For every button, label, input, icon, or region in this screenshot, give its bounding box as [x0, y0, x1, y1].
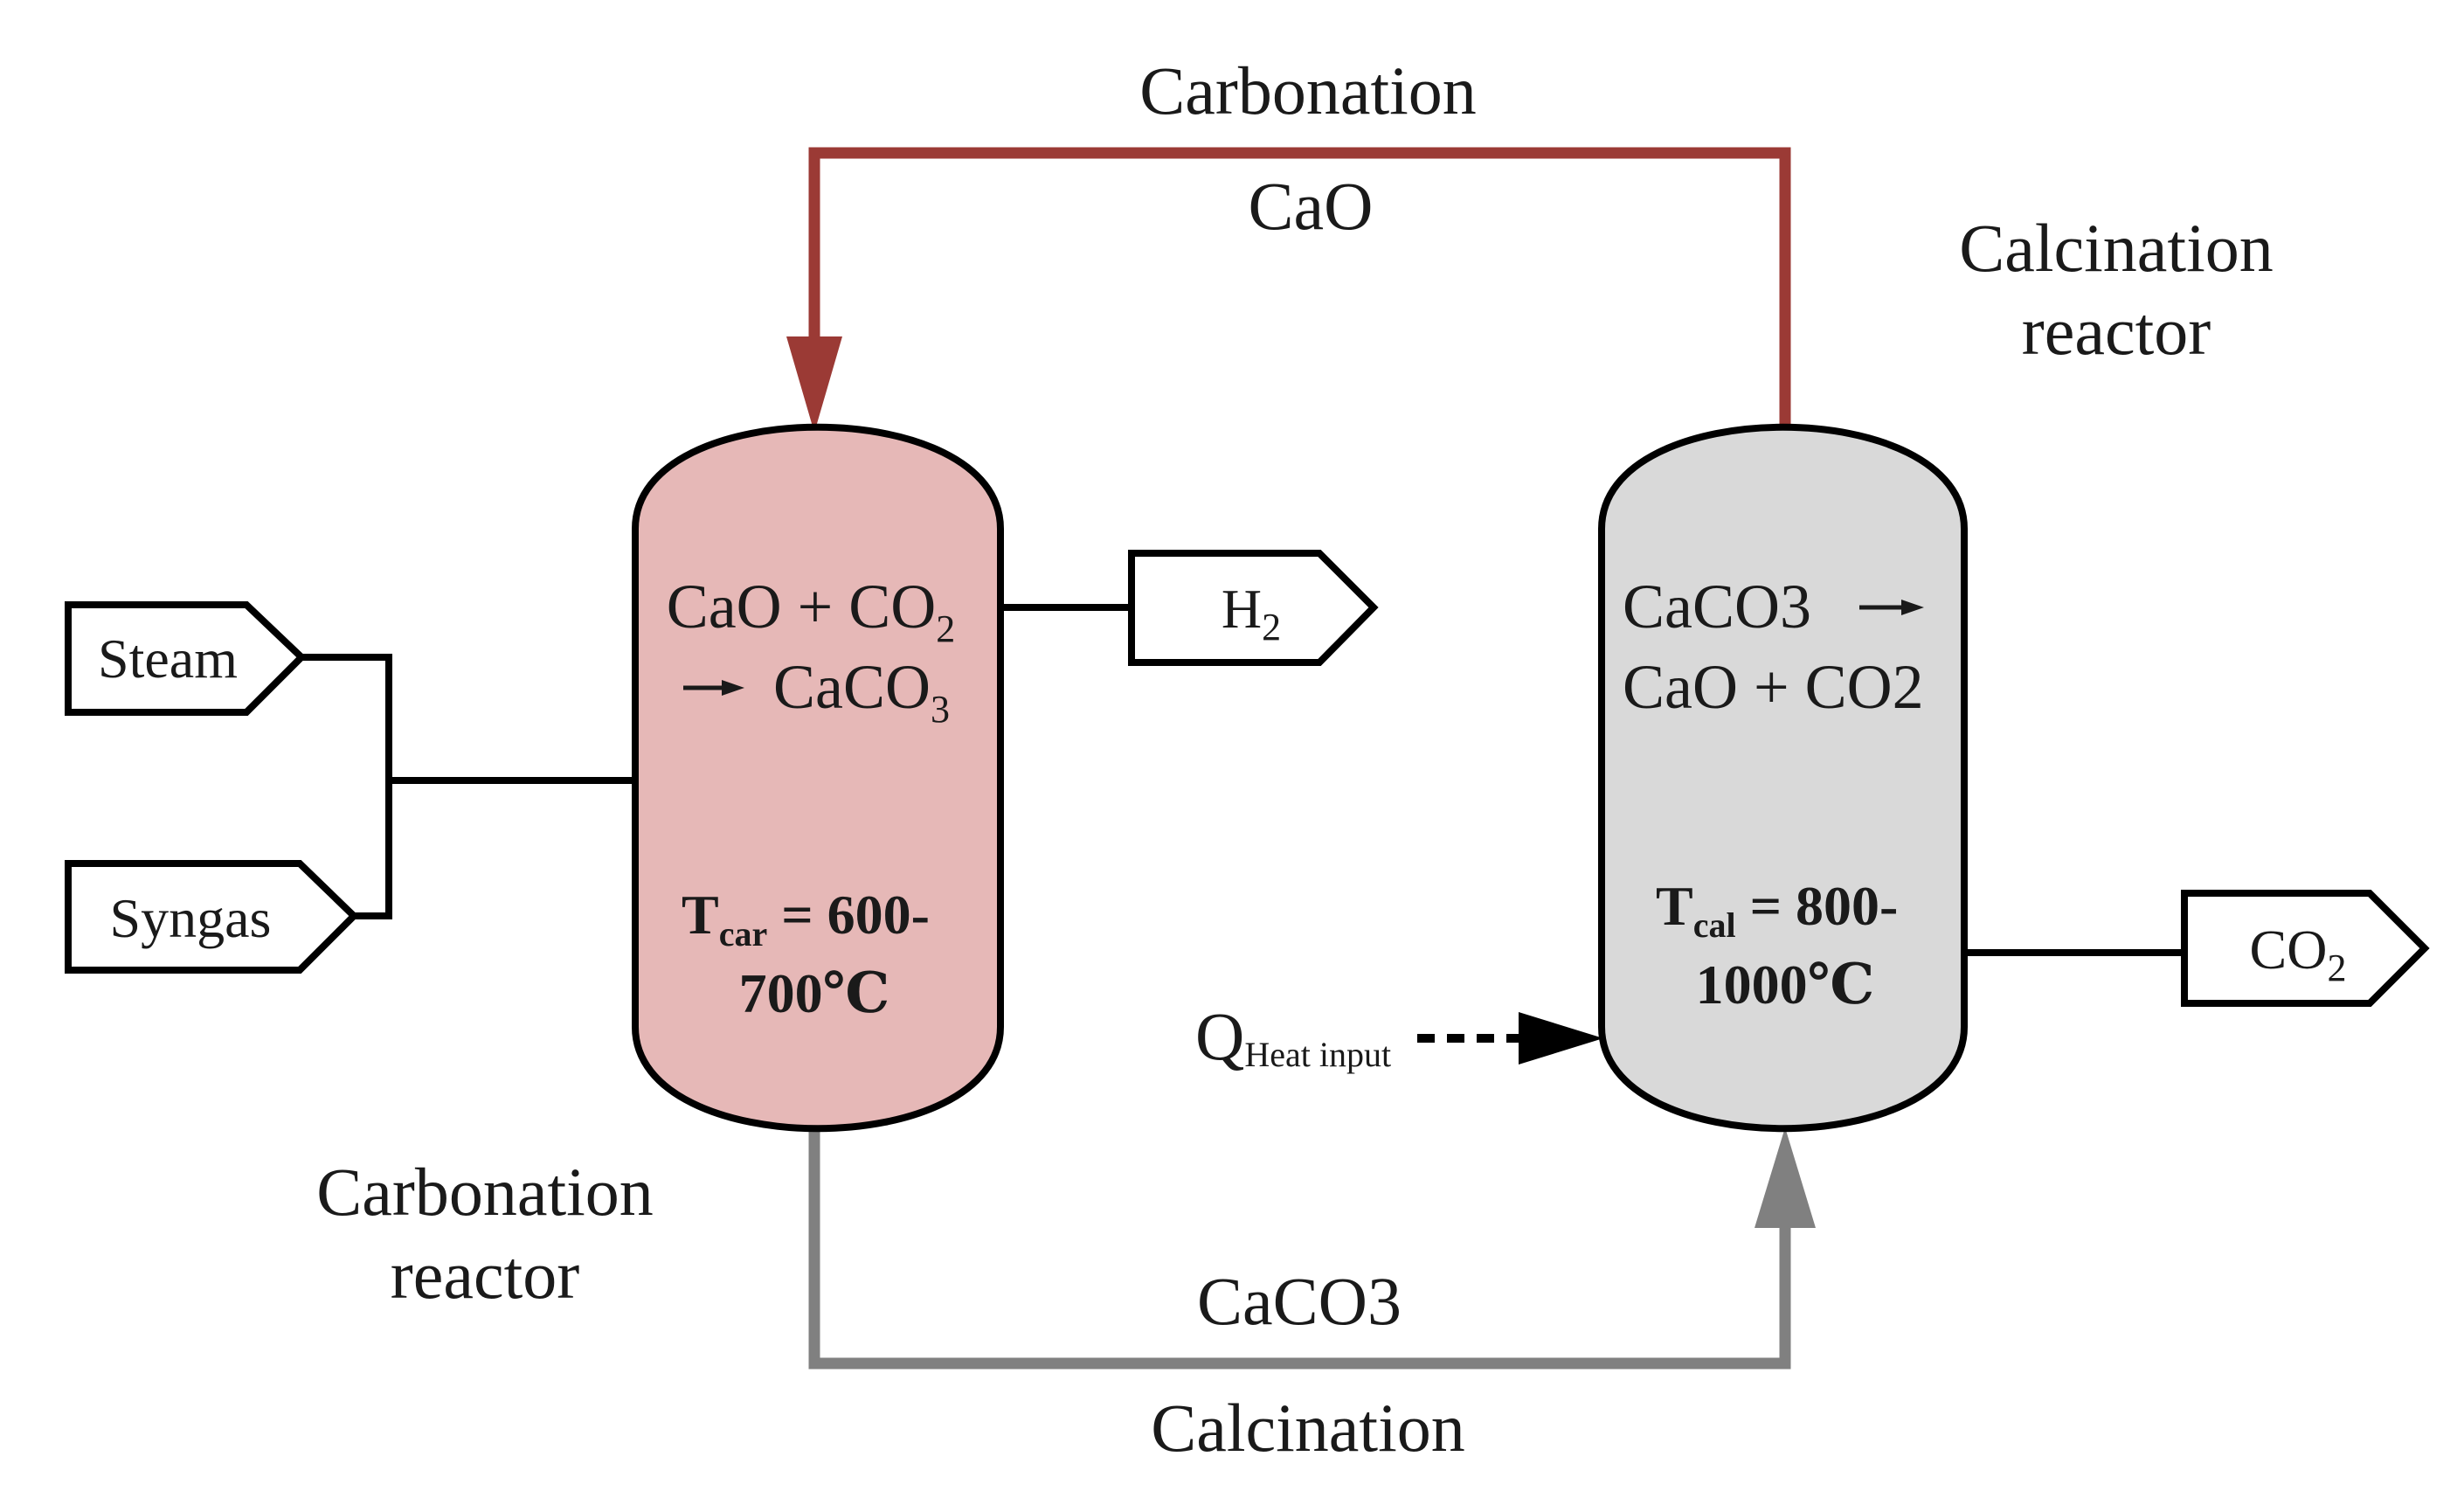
right-arrow-icon: [1859, 600, 1924, 615]
steam-label: Steam: [98, 628, 238, 690]
syngas-input: Syngas: [65, 860, 359, 974]
calcination-reactor-label-line2: reactor: [2022, 293, 2211, 369]
calcination-reactor-label-line1: Calcination: [1959, 210, 2274, 286]
calcination-reactor-vessel: [1598, 423, 1968, 1133]
carbonation-reactor-label-line1: Carbonation: [316, 1154, 654, 1230]
cao-stream-label: CaO: [1249, 168, 1374, 244]
calcination-temp-line1: Tcal = 800-: [1656, 875, 1898, 945]
calcination-temp-line2: 1000℃: [1696, 954, 1875, 1016]
syngas-stream-shape: [65, 860, 359, 974]
carbonation-reactor-vessel: [632, 423, 1004, 1133]
steam-connector: [301, 654, 392, 919]
h2-stream-shape: [1128, 550, 1379, 666]
cao-arrowhead: [786, 336, 842, 433]
caco3-transfer-loop: [808, 1123, 1816, 1370]
carbonation-reaction-line2: CaCO3: [773, 652, 950, 731]
h2-label: H2: [1222, 578, 1281, 648]
carbonation-reactor-label-line2: reactor: [391, 1237, 580, 1313]
co2-label: CO2: [2250, 919, 2347, 989]
syngas-label: Syngas: [110, 887, 272, 949]
feed-connectors: [301, 604, 2184, 956]
steam-input: Steam: [65, 601, 307, 716]
heat-input-label: QHeat input: [1195, 998, 1391, 1074]
right-arrow-icon: [683, 680, 744, 696]
carbonation-temp-line2: 700℃: [739, 962, 890, 1024]
calcination-title: Calcination: [1151, 1390, 1465, 1466]
calcination-reaction-line2: CaO + CO2: [1623, 652, 1924, 722]
carbonation-reaction-line1: CaO + CO2: [667, 572, 956, 650]
carbonation-title: Carbonation: [1139, 52, 1477, 128]
heat-input: QHeat input: [1195, 998, 1603, 1074]
caco3-line: [808, 1123, 1791, 1370]
cao-recycle-loop: [786, 147, 1791, 441]
cao-line: [808, 147, 1791, 441]
calcination-reaction: CaCO3 CaO + CO2 Tcal = 800- 1000℃: [1623, 572, 1924, 1016]
caco3-stream-label: CaCO3: [1197, 1263, 1402, 1339]
steam-stream-shape: [65, 601, 307, 716]
co2-stream-shape: [2181, 890, 2430, 1007]
heat-input-arrowhead: [1519, 1012, 1603, 1065]
calcination-reaction-line1: CaCO3: [1623, 572, 1811, 642]
co2-output: CO2: [2181, 890, 2430, 1007]
carbonation-temp-line1: Tcar = 600-: [682, 884, 930, 954]
carbonation-reaction: CaO + CO2 CaCO3 Tcar = 600- 700℃: [667, 572, 956, 1024]
h2-output: H2: [1128, 550, 1379, 666]
caco3-arrowhead: [1755, 1127, 1816, 1228]
